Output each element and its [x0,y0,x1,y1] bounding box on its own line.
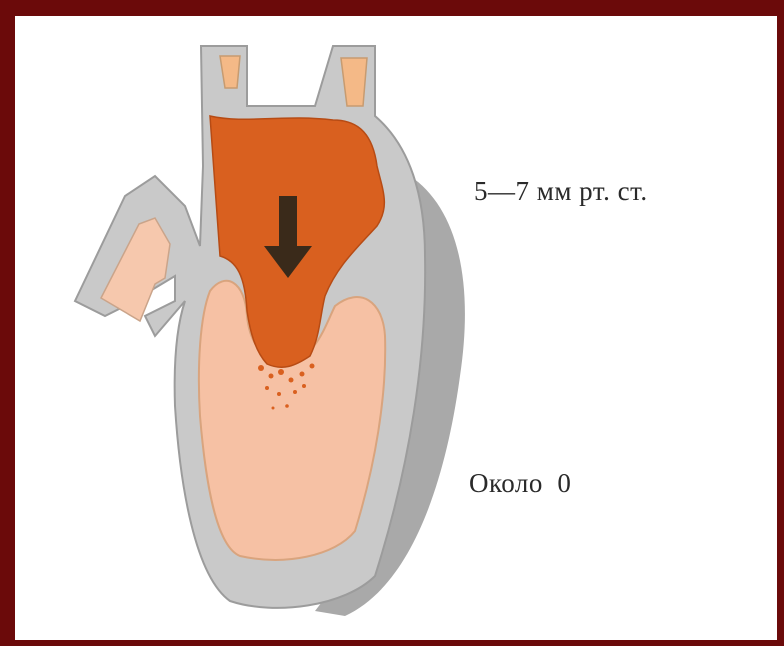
heart-diagram [15,16,777,640]
slide-frame: 5—7 мм рт. ст. Около 0 [15,16,777,640]
ventricle-pressure-label: Около 0 [469,468,571,499]
atrium-pressure-label: 5—7 мм рт. ст. [474,176,648,207]
